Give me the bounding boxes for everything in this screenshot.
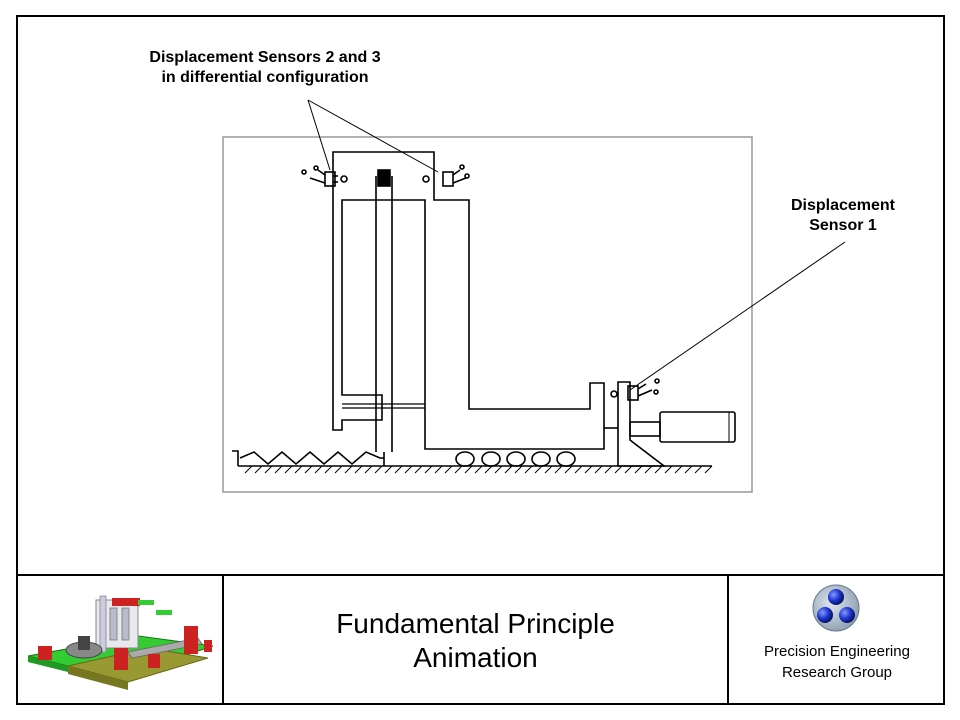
callout-sensor-1-line1: Displacement [790,197,896,214]
right-support [617,381,667,467]
callout-sensors-2-3-line2: in differential configuration [161,69,369,86]
moving-frame [332,151,605,450]
callout-sensor-1-line2: Sensor 1 [809,217,877,234]
mechanism-diagram [222,99,846,493]
slide-title: Fundamental Principle Animation [336,607,615,675]
machine-3d-thumbnail-icon [27,595,214,690]
callout-sensor-1: Displacement Sensor 1 [760,196,926,236]
group-name-line2: Research Group [781,664,893,681]
rollers [455,451,576,467]
diagram-panel [222,136,753,493]
callout-sensors-2-3-line1: Displacement Sensors 2 and 3 [149,49,381,66]
footer-divider-left [222,574,224,705]
footer-divider-right [727,574,729,705]
group-name: Precision Engineering Research Group [729,641,945,683]
footer-title-cell: Fundamental Principle Animation [224,576,727,705]
footer-logo-cell: Precision Engineering Research Group [729,576,945,705]
spring [239,450,384,466]
post-cap [377,169,391,187]
actuator-motor [659,411,736,443]
group-name-line1: Precision Engineering [764,643,910,660]
three-sphere-logo-icon [812,584,860,632]
callout-sensors-2-3: Displacement Sensors 2 and 3 in differen… [110,48,420,88]
sensor-3 [422,164,470,187]
footer-divider [16,574,945,576]
sensor-1 [610,378,660,401]
slide-title-line2: Animation [413,641,538,673]
ground-base [232,450,713,474]
slide-frame [16,15,945,705]
reference-post [375,176,393,466]
leader-lines [307,99,846,391]
sensor-2 [301,165,348,187]
slide-title-line1: Fundamental Principle [336,607,615,639]
